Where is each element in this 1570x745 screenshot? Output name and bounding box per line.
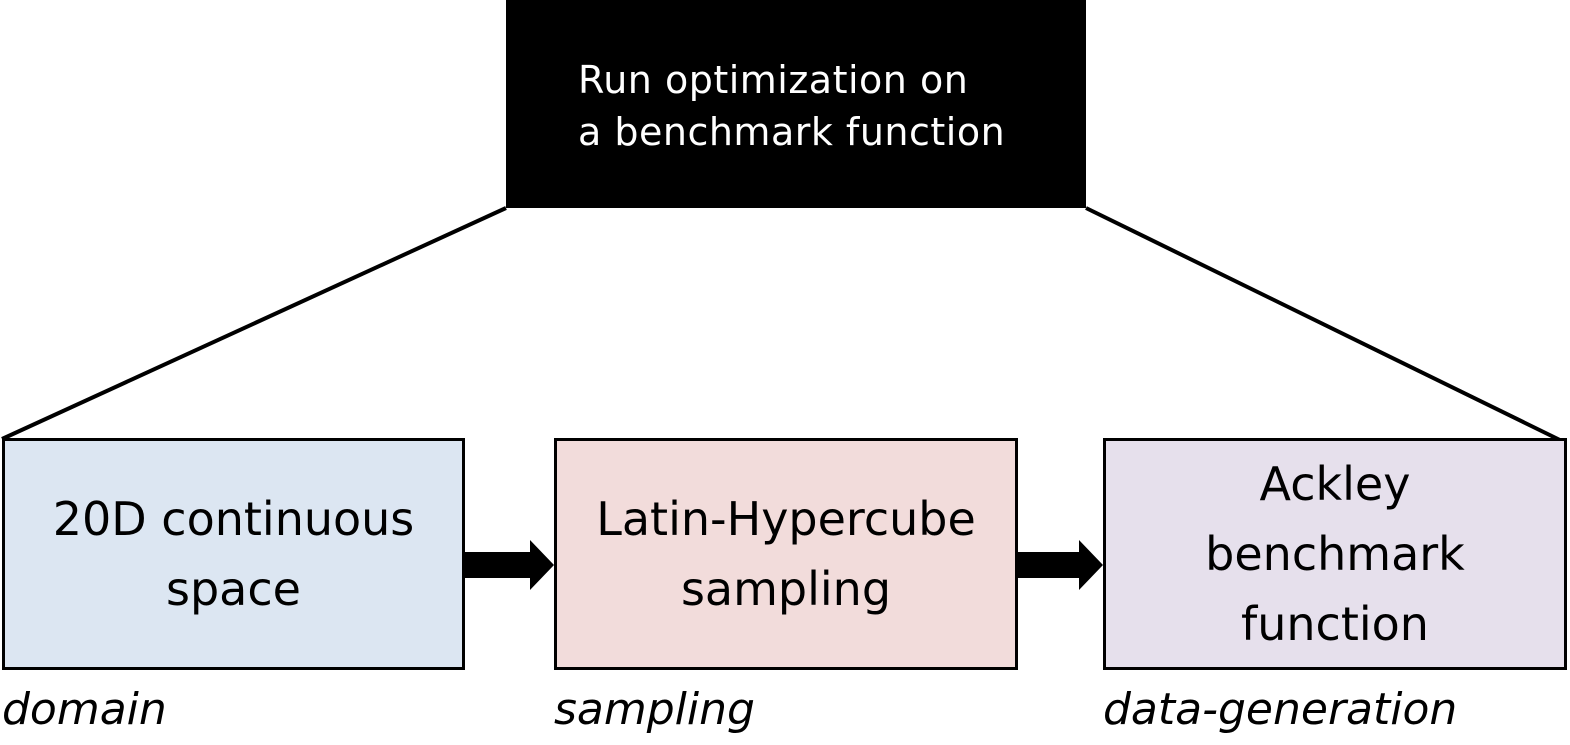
data-generation-box-line-2: benchmark [1205, 527, 1465, 581]
arrow-domain-to-sampling [465, 540, 554, 590]
domain-box: 20D continuous space [2, 438, 465, 670]
header-line-1: Run optimization on [578, 58, 969, 102]
sampling-box-line-1: Latin-Hypercube [596, 492, 976, 546]
sampling-box: Latin-Hypercube sampling [554, 438, 1018, 670]
data-generation-box: Ackley benchmark function [1103, 438, 1567, 670]
data-generation-caption: data-generation [1103, 684, 1458, 735]
sampling-box-line-2: sampling [680, 562, 892, 616]
right-expand-line [1085, 206, 1565, 444]
domain-box-line-2: space [166, 562, 301, 616]
header-line-2: a benchmark function [578, 110, 1006, 154]
arrow-sampling-to-data-generation [1018, 540, 1103, 590]
data-generation-box-line-1: Ackley [1259, 457, 1411, 511]
left-expand-line [1, 206, 507, 441]
sampling-caption: sampling [554, 684, 755, 735]
domain-box-line-1: 20D continuous [52, 492, 415, 546]
domain-caption: domain [2, 684, 167, 735]
optimization-header-box: Run optimization on a benchmark function [506, 0, 1086, 208]
data-generation-box-line-3: function [1241, 597, 1429, 651]
